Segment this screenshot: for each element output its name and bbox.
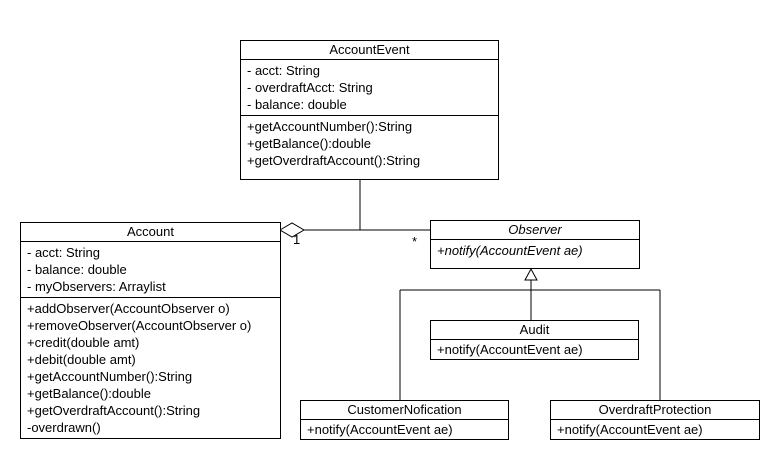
account-operation: +getAccountNumber():String xyxy=(27,369,193,384)
account-operation: +getOverdraftAccount():String xyxy=(27,403,201,418)
account-event-attributes: - acct: String - overdraftAcct: String -… xyxy=(241,60,498,115)
aggregation-diamond xyxy=(279,222,305,238)
observer-operations: +notify(AccountEvent ae) xyxy=(431,240,639,261)
account-operation: +addObserver(AccountObserver o) xyxy=(27,301,230,316)
account-operation: +getBalance():double xyxy=(27,386,151,401)
audit-class: Audit +notify(AccountEvent ae) xyxy=(430,320,639,360)
account-event-operation: +getOverdraftAccount():String xyxy=(247,153,421,168)
audit-class-name: Audit xyxy=(431,321,638,340)
customer-notification-operation: +notify(AccountEvent ae) xyxy=(307,422,453,437)
account-event-operation: +getAccountNumber():String xyxy=(247,119,413,134)
customer-notification-class: CustomerNofication +notify(AccountEvent … xyxy=(300,400,509,440)
account-operations: +addObserver(AccountObserver o) +removeO… xyxy=(21,297,280,438)
account-operation: +removeObserver(AccountObserver o) xyxy=(27,318,252,333)
account-event-operation: +getBalance():double xyxy=(247,136,371,151)
overdraft-protection-class: OverdraftProtection +notify(AccountEvent… xyxy=(550,400,760,440)
observer-class: Observer +notify(AccountEvent ae) xyxy=(430,220,640,269)
overdraft-protection-class-name: OverdraftProtection xyxy=(551,401,759,420)
account-operation: +debit(double amt) xyxy=(27,352,136,367)
multiplicity-account-end: 1 xyxy=(293,232,301,247)
observer-class-name: Observer xyxy=(431,221,639,240)
account-event-attribute: - acct: String xyxy=(247,63,320,78)
overdraft-protection-operation: +notify(AccountEvent ae) xyxy=(557,422,703,437)
customer-notification-class-name: CustomerNofication xyxy=(301,401,508,420)
customer-notification-operations: +notify(AccountEvent ae) xyxy=(301,420,508,440)
account-class-name: Account xyxy=(21,223,280,242)
account-class: Account - acct: String - balance: double… xyxy=(20,222,281,439)
overdraft-protection-operations: +notify(AccountEvent ae) xyxy=(551,420,759,440)
account-event-attribute: - overdraftAcct: String xyxy=(247,80,373,95)
account-event-operations: +getAccountNumber():String +getBalance()… xyxy=(241,115,498,171)
multiplicity-observer-end: * xyxy=(412,234,418,249)
account-attribute: - acct: String xyxy=(27,245,100,260)
observer-operation: +notify(AccountEvent ae) xyxy=(437,243,583,258)
generalization-triangle xyxy=(524,267,538,281)
account-attribute: - balance: double xyxy=(27,262,127,277)
account-event-class-name: AccountEvent xyxy=(241,41,498,60)
audit-operation: +notify(AccountEvent ae) xyxy=(437,342,583,357)
account-attributes: - acct: String - balance: double - myObs… xyxy=(21,242,280,297)
account-operation: -overdrawn() xyxy=(27,420,101,435)
account-event-attribute: - balance: double xyxy=(247,97,347,112)
account-event-class: AccountEvent - acct: String - overdraftA… xyxy=(240,40,499,180)
audit-operations: +notify(AccountEvent ae) xyxy=(431,340,638,360)
account-operation: +credit(double amt) xyxy=(27,335,140,350)
account-attribute: - myObservers: Arraylist xyxy=(27,279,166,294)
